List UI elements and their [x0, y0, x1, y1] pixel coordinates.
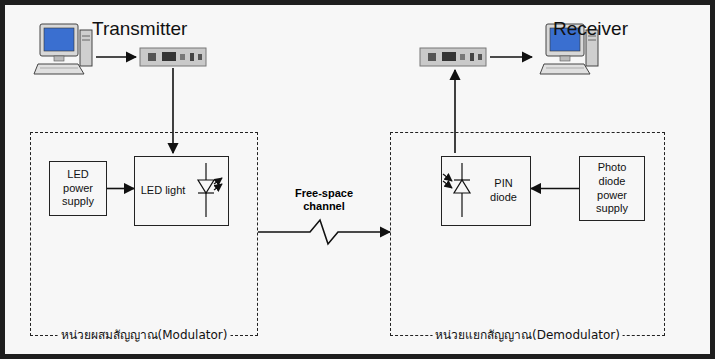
- section-heading: Receiver: [553, 18, 628, 40]
- process-box: PIN diode: [441, 156, 531, 226]
- box-label: LED power supply: [53, 168, 103, 209]
- data-arrow: [454, 70, 456, 153]
- dashed-group: หน่วยแยกสัญญาณ(Demodulator)PIN diodePhot…: [390, 132, 665, 336]
- led-symbol: [198, 163, 222, 217]
- interface-board: [420, 48, 486, 66]
- box-label: Photo diode power supply: [583, 161, 641, 216]
- signal-arrow: [531, 188, 579, 190]
- computer-icon: [34, 24, 92, 74]
- data-arrow: [490, 56, 532, 58]
- process-box: LED light: [134, 156, 229, 226]
- box-label: PIN diode: [480, 177, 527, 205]
- edge-label: Free-space channel: [286, 186, 362, 214]
- channel-arrow: [258, 220, 390, 244]
- interface-board: [140, 48, 206, 66]
- signal-arrow: [107, 188, 134, 190]
- process-box: LED power supply: [49, 161, 107, 216]
- data-arrow: [172, 68, 174, 153]
- data-arrow: [96, 56, 136, 58]
- group-label: หน่วยแยกสัญญาณ(Demodulator): [432, 325, 623, 344]
- dashed-group: หน่วยผสมสัญญาณ(Modulator)LED power suppl…: [30, 132, 258, 336]
- process-box: Photo diode power supply: [579, 156, 645, 221]
- box-label: LED light: [141, 184, 186, 198]
- section-heading: Transmitter: [92, 18, 187, 40]
- group-label: หน่วยผสมสัญญาณ(Modulator): [58, 325, 231, 344]
- photodiode-symbol: [443, 163, 470, 217]
